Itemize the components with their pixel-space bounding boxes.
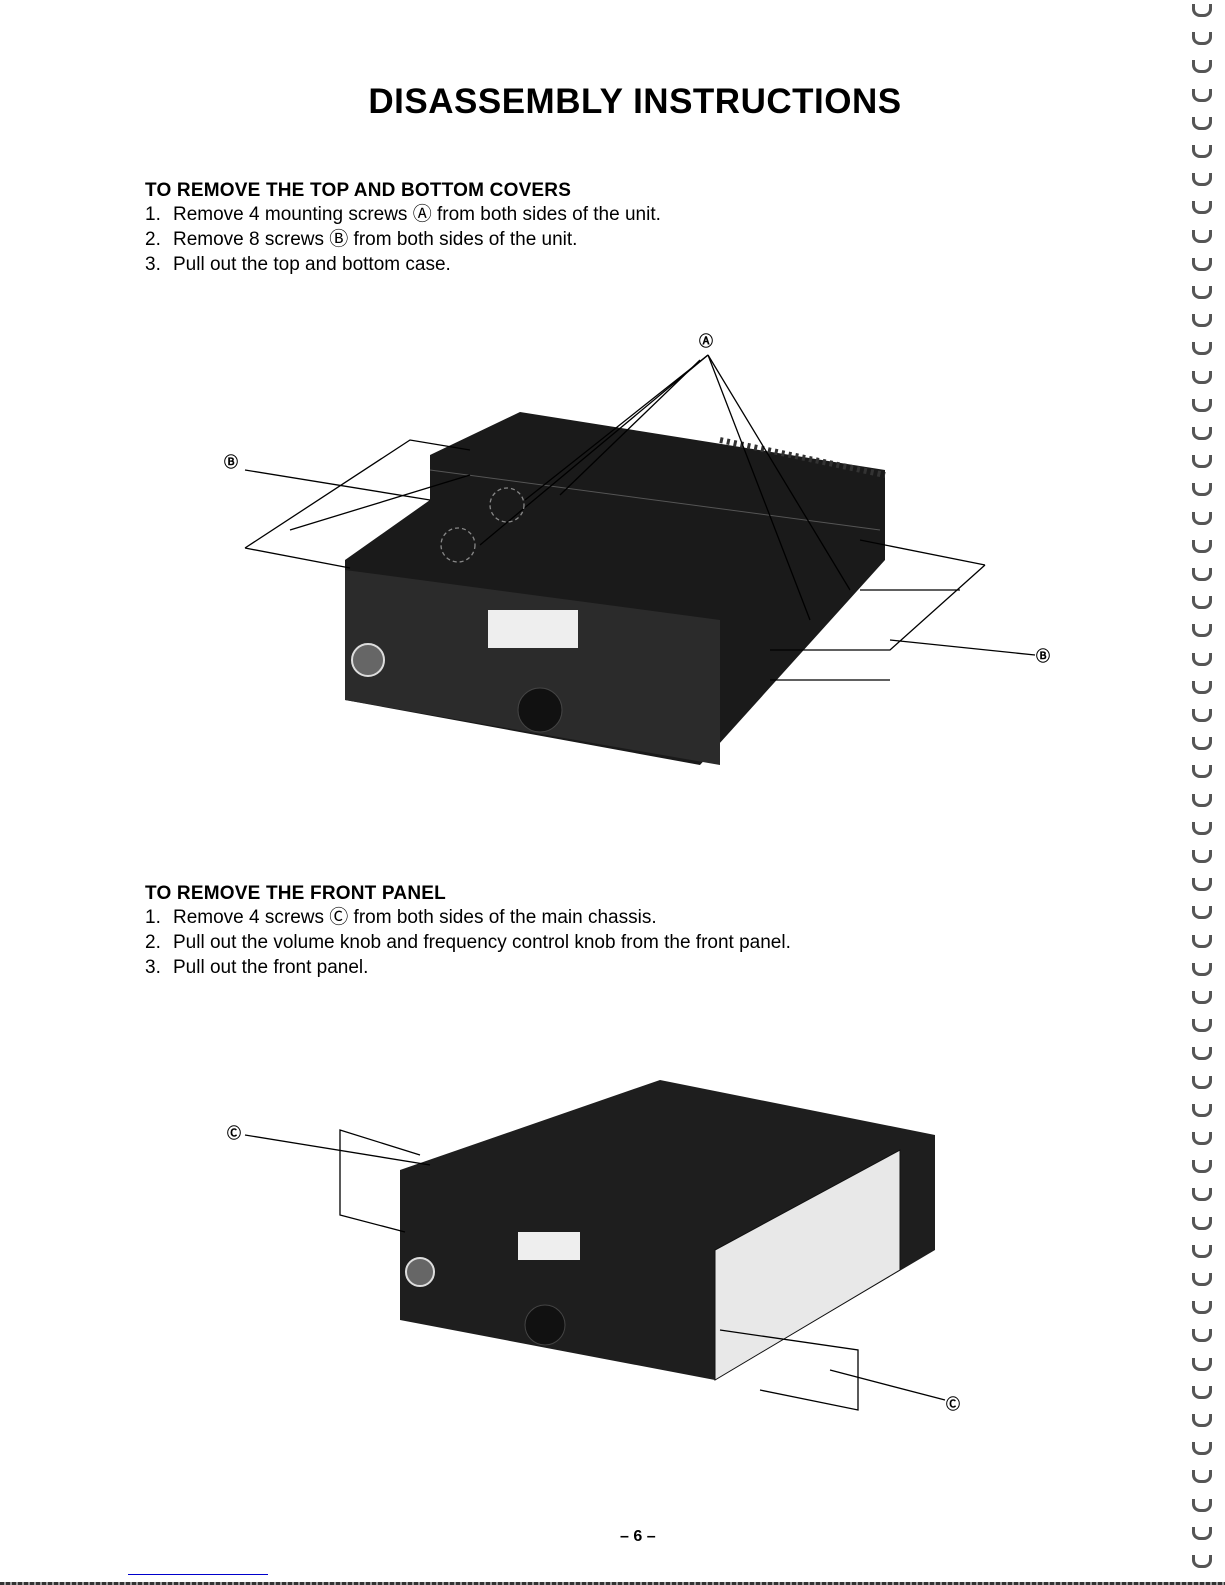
step-text: Pull out the top and bottom case. [173, 254, 451, 275]
binding-hook-icon [1192, 1075, 1212, 1089]
step-text: Remove 4 screws Ⓒ from both sides of the… [173, 907, 657, 928]
callout-lines-2 [244, 1129, 946, 1411]
step-number: 3. [145, 254, 161, 275]
binding-hook-icon [1192, 1526, 1212, 1540]
binding-hook-icon [1192, 1414, 1212, 1427]
callout-label-b-left: Ⓑ [224, 454, 238, 470]
binding-hook-icon [1192, 1329, 1212, 1343]
binding-hook-icon [1192, 32, 1212, 46]
binding-hook-icon [1192, 1188, 1212, 1202]
binding-hook-icon [1192, 286, 1212, 299]
step-item: 2. Pull out the volume knob and frequency… [145, 930, 791, 955]
step-item: 3. Pull out the front panel. [145, 955, 791, 980]
step-number: 1. [145, 907, 161, 928]
binding-hook-icon [1192, 906, 1212, 920]
binding-hook-icon [1192, 765, 1212, 779]
binding-hook-icon [1192, 455, 1212, 469]
binding-hook-icon [1192, 342, 1212, 356]
binding-hook-icon [1192, 568, 1212, 581]
binding-hook-icon [1192, 1498, 1212, 1512]
step-item: 3. Pull out the top and bottom case. [145, 252, 661, 277]
binding-hook-icon [1192, 1385, 1212, 1399]
callout-label-b-right: Ⓑ [1036, 648, 1050, 664]
section-top-bottom-covers: TO REMOVE THE TOP AND BOTTOM COVERS 1. Re… [145, 180, 661, 277]
section-front-panel: TO REMOVE THE FRONT PANEL 1. Remove 4 scr… [145, 883, 791, 980]
binding-hook-icon [1192, 229, 1212, 243]
step-item: 1. Remove 4 mounting screws Ⓐ from both s… [145, 202, 661, 227]
binding-hook-icon [1192, 680, 1212, 694]
binding-hook-icon [1192, 257, 1212, 271]
binding-hook-icon [1192, 934, 1212, 948]
figure2-illustration [400, 1080, 935, 1381]
binding-hook-icon [1192, 511, 1212, 525]
binding-hook-icon [1192, 991, 1212, 1004]
binding-hook-icon [1192, 1160, 1212, 1174]
step-text: Pull out the front panel. [173, 957, 369, 978]
binding-hook-icon [1192, 4, 1212, 17]
binding-hook-icon [1192, 737, 1212, 751]
binding-hook-icon [1192, 427, 1212, 440]
binding-hook-icon [1192, 1244, 1212, 1258]
binding-hook-icon [1192, 1216, 1212, 1230]
binding-hook-icon [1192, 596, 1212, 610]
step-number: 3. [145, 957, 161, 978]
binding-hook-icon [1192, 370, 1212, 384]
binding-hook-icon [1192, 1047, 1212, 1061]
binding-hook-icon [1192, 314, 1212, 328]
binding-hook-icon [1192, 539, 1212, 553]
step-text: Remove 8 screws Ⓑ from both sides of the… [173, 229, 578, 250]
binding-hook-icon [1192, 709, 1212, 722]
step-item: 1. Remove 4 screws Ⓒ from both sides of t… [145, 905, 791, 930]
callout-label-a: Ⓐ [699, 333, 713, 349]
binding-hook-icon [1192, 1357, 1212, 1371]
callout-lines [244, 354, 1036, 681]
section-heading: TO REMOVE THE TOP AND BOTTOM COVERS [145, 180, 572, 201]
binding-hook-icon [1192, 1132, 1212, 1145]
binding-hook-icon [1192, 1470, 1212, 1484]
step-item: 2. Remove 8 screws Ⓑ from both sides of t… [145, 227, 661, 252]
binding-hook-icon [1192, 145, 1212, 158]
binding-hook-icon [1192, 1301, 1212, 1315]
binding-hook-icon [1192, 652, 1212, 666]
binding-hook-icon [1192, 398, 1212, 412]
step-number: 2. [145, 932, 161, 953]
binding-hook-icon [1192, 60, 1212, 74]
page-number: – 6 – [620, 1528, 656, 1545]
binding-hook-icon [1192, 88, 1212, 102]
binding-hook-icon [1192, 793, 1212, 807]
section-heading: TO REMOVE THE FRONT PANEL [145, 883, 446, 904]
binding-hook-icon [1192, 624, 1212, 638]
binding-hook-icon [1192, 173, 1212, 187]
binding-hook-icon [1192, 850, 1212, 863]
binding-hook-icon [1192, 821, 1212, 835]
binding-hook-icon [1192, 1273, 1212, 1286]
link-underline [128, 1574, 268, 1575]
binding-hook-icon [1192, 1555, 1212, 1568]
binding-hook-icon [1192, 962, 1212, 976]
step-number: 1. [145, 204, 161, 225]
callout-label-c-right: Ⓒ [946, 1396, 960, 1412]
callout-label-c-left: Ⓒ [227, 1125, 241, 1141]
step-text: Remove 4 mounting screws Ⓐ from both sid… [173, 204, 661, 225]
bottom-border [0, 1582, 1225, 1585]
binding-hook-icon [1192, 116, 1212, 130]
binding-hook-icon [1192, 201, 1212, 215]
step-number: 2. [145, 229, 161, 250]
binding-hook-icon [1192, 483, 1212, 497]
page-title: DISASSEMBLY INSTRUCTIONS [368, 82, 902, 121]
step-text: Pull out the volume knob and frequency c… [173, 932, 791, 953]
binding-hook-icon [1192, 1019, 1212, 1033]
radio-unit-illustration [345, 412, 886, 765]
binding-hook-icon [1192, 1103, 1212, 1117]
binding-hook-icon [1192, 1442, 1212, 1456]
binding-hook-icon [1192, 878, 1212, 892]
